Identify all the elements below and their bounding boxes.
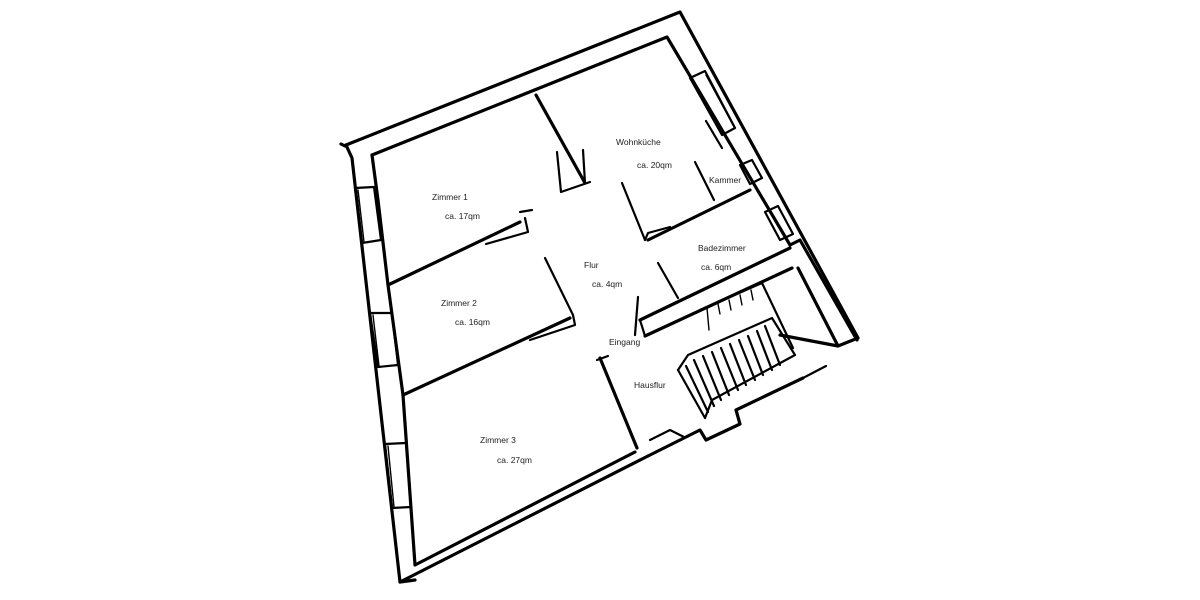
room-zimmer-1-area: ca. 17qm xyxy=(445,211,480,221)
room-wohnkueche-name: Wohnküche xyxy=(616,137,661,147)
room-hausflur-name: Hausflur xyxy=(634,380,666,390)
room-zimmer-2-area: ca. 16qm xyxy=(455,317,490,327)
room-zimmer-2-name: Zimmer 2 xyxy=(441,298,477,308)
room-eingang-name: Eingang xyxy=(609,337,640,347)
staircase xyxy=(676,281,797,420)
room-kammer-name: Kammer xyxy=(709,175,741,185)
left-wall-windows xyxy=(353,185,413,510)
room-labels: Zimmer 1 ca. 17qm Zimmer 2 ca. 16qm Zimm… xyxy=(432,137,746,465)
room-zimmer-1-name: Zimmer 1 xyxy=(432,192,468,202)
outer-wall xyxy=(339,10,860,584)
room-zimmer-3-name: Zimmer 3 xyxy=(480,435,516,445)
room-zimmer-3-area: ca. 27qm xyxy=(497,455,532,465)
room-wohnkueche-area: ca. 20qm xyxy=(637,160,672,170)
room-flur-name: Flur xyxy=(584,260,599,270)
right-wall-windows xyxy=(688,69,795,242)
room-flur-area: ca. 4qm xyxy=(592,279,622,289)
room-badezimmer-area: ca. 6qm xyxy=(701,262,731,272)
room-badezimmer-name: Badezimmer xyxy=(698,243,746,253)
interior-walls xyxy=(386,93,828,458)
